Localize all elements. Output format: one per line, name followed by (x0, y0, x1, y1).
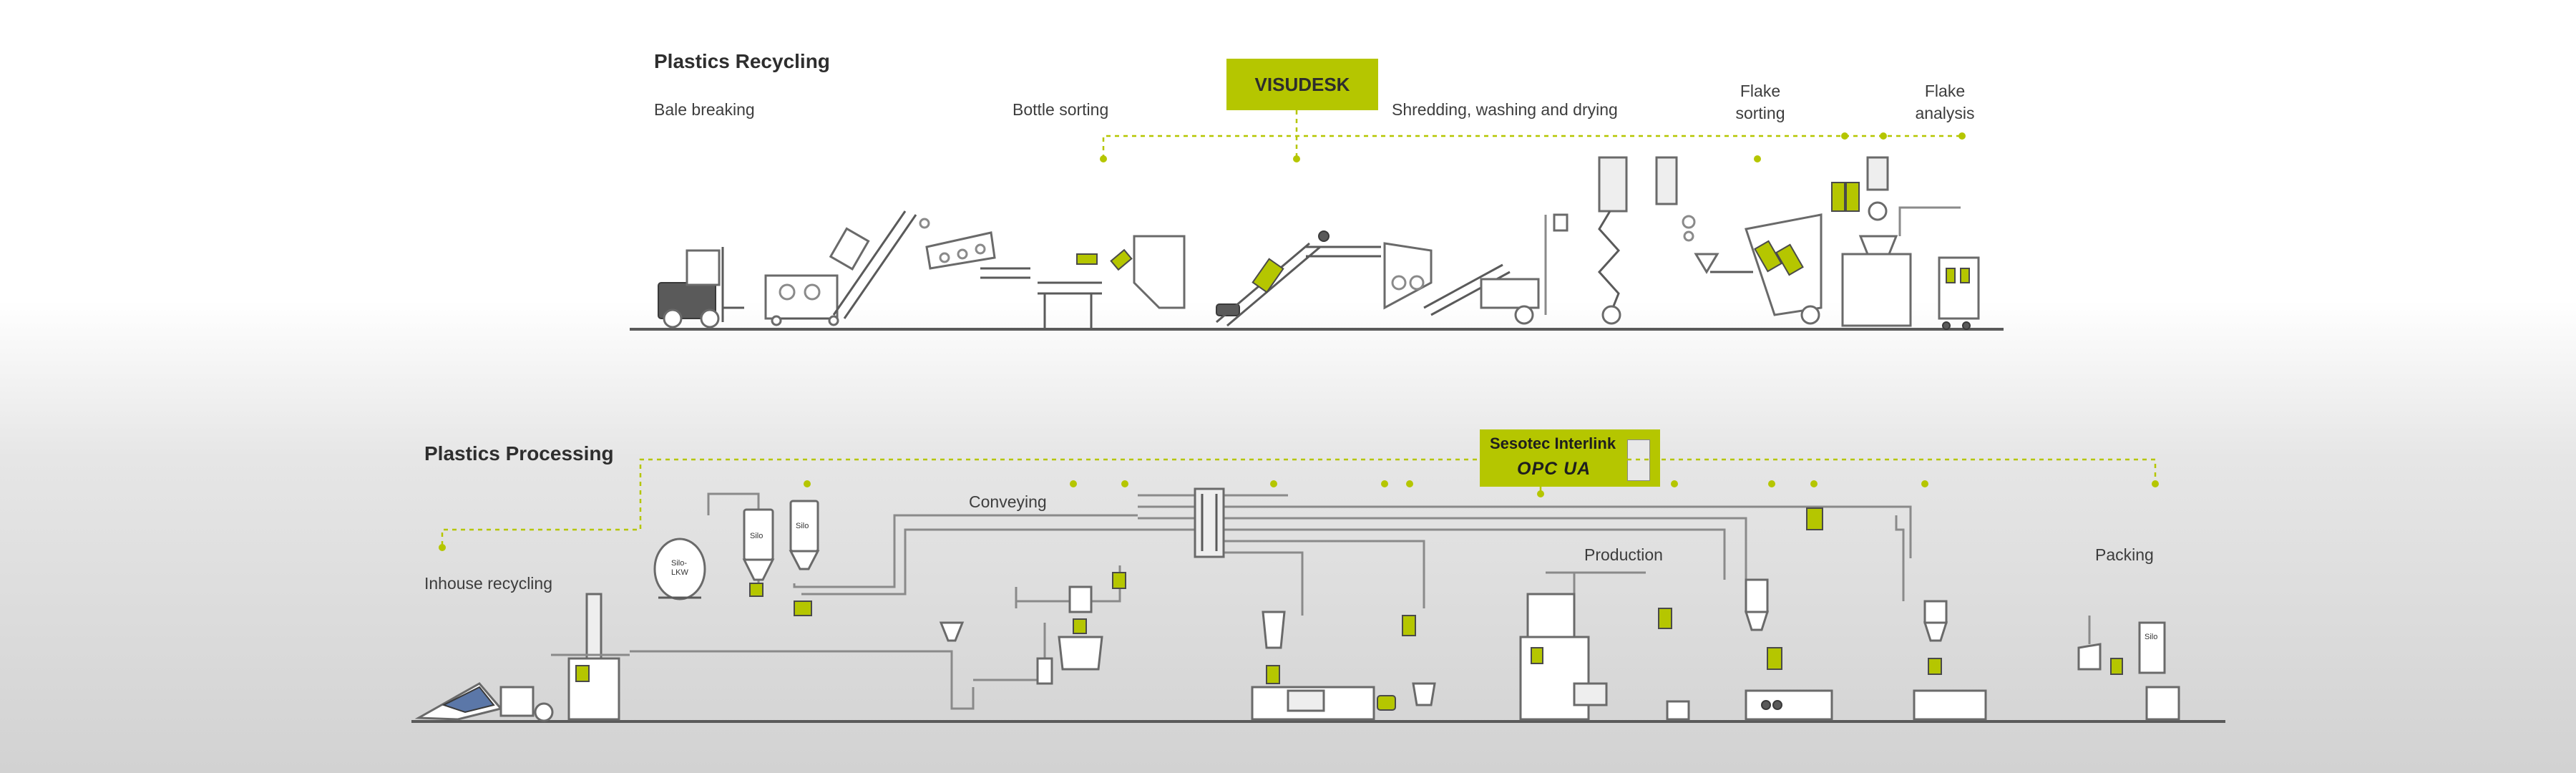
net-dot (1406, 480, 1413, 487)
bale-breaking-label: Bale breaking (654, 100, 755, 119)
silo-truck-icon: Silo- LKW (653, 538, 706, 601)
silo-truck-label-1: Silo- (671, 559, 687, 568)
production-machine-icon (1913, 600, 1987, 721)
silo-label: Silo (750, 532, 763, 540)
shredding-label: Shredding, washing and drying (1392, 100, 1618, 119)
flake-analysis-icon (1831, 156, 1980, 330)
silo-truck-label-2: LKW (671, 568, 688, 577)
net-dot (1293, 155, 1300, 162)
inhouse-recycling-label: Inhouse recycling (424, 574, 552, 593)
conveying-station-icon (939, 572, 1126, 685)
packing-label: Packing (2095, 545, 2154, 564)
processing-title: Plastics Processing (424, 442, 614, 465)
net-dot (1537, 490, 1544, 497)
bottle-sorting-icon (980, 235, 1186, 329)
processing-section: Silo Silo Silo- LKW (411, 458, 2225, 723)
interlink-network-line (441, 458, 2157, 545)
packing-icon: Silo (2077, 616, 2180, 721)
interlink-label: Sesotec Interlink (1490, 434, 1616, 452)
conveying-pipes (630, 492, 1912, 710)
silo-label: Silo (2145, 633, 2157, 641)
flake-analysis-line1: Flake (1924, 82, 1966, 100)
manifold-icon (1194, 487, 1225, 558)
production-line-icon (1519, 593, 1690, 721)
inhouse-recycler-icon (414, 593, 630, 722)
flake-analysis-label: Flake analysis (1909, 80, 1981, 125)
flake-sorting-line2: sorting (1735, 104, 1785, 123)
forklift-icon (658, 247, 744, 329)
opc-ua-logo: OPC UA (1517, 459, 1591, 479)
conveying-label: Conveying (969, 492, 1047, 511)
production-machine-icon (1251, 611, 1436, 721)
screen-icon (919, 218, 996, 270)
net-dot (1754, 155, 1761, 162)
production-label: Production (1584, 545, 1663, 564)
flake-sorting-label: Flake sorting (1724, 80, 1796, 125)
net-dot (1121, 480, 1128, 487)
recycling-title: Plastics Recycling (654, 50, 830, 72)
net-dot (1671, 480, 1678, 487)
silo-icon: Silo (742, 508, 775, 597)
incline-conveyor-icon (1216, 230, 1381, 327)
net-dot (1921, 480, 1928, 487)
net-dot (804, 480, 811, 487)
shredder-washer-icon (1383, 242, 1540, 325)
visudesk-network-line (1102, 135, 1964, 159)
bale-breaker-icon (764, 210, 917, 326)
silo-label: Silo (796, 522, 809, 530)
flake-sorting-line1: Flake (1740, 82, 1781, 100)
net-dot (1958, 132, 1966, 140)
net-dot (439, 544, 446, 551)
net-dot (1070, 480, 1077, 487)
sensor-icon (794, 601, 812, 616)
net-dot (2152, 480, 2159, 487)
production-machine-icon (1744, 507, 1833, 721)
net-dot (1841, 132, 1848, 140)
net-dot (1768, 480, 1775, 487)
net-dot (1810, 480, 1818, 487)
net-dot (1100, 155, 1107, 162)
flake-sorting-icon (1682, 213, 1823, 325)
net-dot (1381, 480, 1388, 487)
flake-analysis-line2: analysis (1915, 104, 1975, 123)
visudesk-badge[interactable]: VISUDESK (1226, 59, 1378, 110)
dryer-tower-icon (1544, 156, 1678, 325)
net-dot (1270, 480, 1277, 487)
net-dot (1880, 132, 1887, 140)
silo-icon: Silo (789, 500, 820, 570)
recycling-section (630, 110, 2004, 331)
bottle-sorting-label: Bottle sorting (1013, 100, 1109, 119)
sesotec-interlink-badge[interactable]: Sesotec Interlink OPC UA (1480, 429, 1660, 487)
